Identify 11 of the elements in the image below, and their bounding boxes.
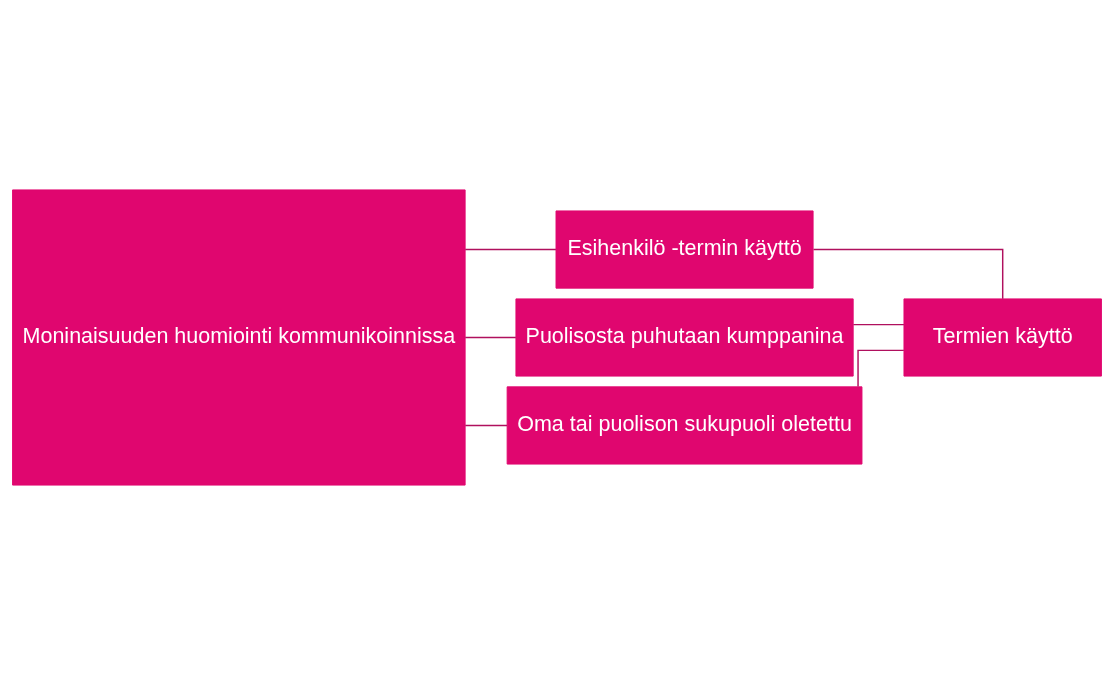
connector bbox=[464, 336, 517, 339]
node-box: Puolisosta puhutaan kumppanina bbox=[515, 298, 854, 377]
connector bbox=[852, 323, 905, 326]
node-box: Termien käyttö bbox=[903, 298, 1102, 377]
connector bbox=[464, 248, 557, 251]
node-box: Moninaisuuden huomiointi kommunikoinnissa bbox=[12, 189, 466, 486]
node-box: Esihenkilö -termin käyttö bbox=[555, 210, 814, 289]
connector bbox=[857, 349, 905, 388]
connector bbox=[812, 248, 1004, 300]
node-box: Oma tai puolison sukupuoli oletettu bbox=[506, 386, 863, 465]
connector bbox=[464, 424, 508, 427]
